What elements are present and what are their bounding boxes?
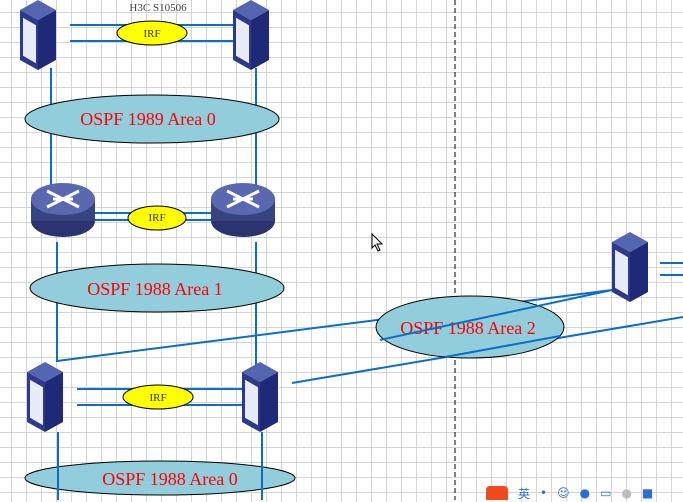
dot-icon[interactable]: • — [540, 486, 548, 500]
sogou-logo-icon[interactable] — [486, 486, 508, 500]
irf-top[interactable]: IRF — [116, 20, 188, 46]
router-right[interactable] — [209, 181, 277, 239]
skin-icon[interactable]: ● — [621, 486, 632, 500]
keyboard-icon[interactable]: ▭ — [600, 486, 612, 500]
area-1988-1[interactable]: OSPF 1988 Area 1 — [29, 263, 285, 313]
mic-icon[interactable]: ● — [579, 486, 591, 500]
core-switch-right[interactable] — [233, 0, 269, 70]
irf-middle[interactable]: IRF — [127, 205, 187, 231]
irf-label: IRF — [143, 28, 160, 40]
ime-mode[interactable]: 英 — [518, 486, 531, 501]
device-title: H3C S10506 — [129, 2, 187, 14]
core-switch-left[interactable] — [20, 0, 56, 70]
area-label: OSPF 1988 Area 1 — [87, 279, 223, 299]
area-1989-0[interactable]: OSPF 1989 Area 0 — [24, 94, 280, 144]
router-left[interactable] — [29, 181, 97, 239]
toolbox-icon[interactable]: ■ — [641, 486, 654, 500]
emoji-icon[interactable]: ☺ — [557, 486, 570, 500]
irf-bottom[interactable]: IRF — [122, 384, 194, 410]
area-label: OSPF 1988 Area 2 — [400, 318, 536, 338]
access-switch-left[interactable] — [27, 362, 63, 432]
ime-toolbar[interactable]: 英 • ☺ ● ▭ ● ■ — [486, 486, 654, 501]
area-1988-2[interactable]: OSPF 1988 Area 2 — [375, 295, 565, 359]
mouse-cursor-icon — [371, 232, 384, 252]
area-label: OSPF 1989 Area 0 — [80, 109, 216, 129]
area-1988-0[interactable]: OSPF 1988 Area 0 — [24, 460, 296, 496]
remote-switch[interactable] — [612, 232, 648, 302]
access-switch-right[interactable] — [242, 362, 278, 432]
irf-label: IRF — [148, 212, 165, 224]
irf-label: IRF — [149, 392, 166, 404]
area-label: OSPF 1988 Area 0 — [102, 469, 238, 489]
